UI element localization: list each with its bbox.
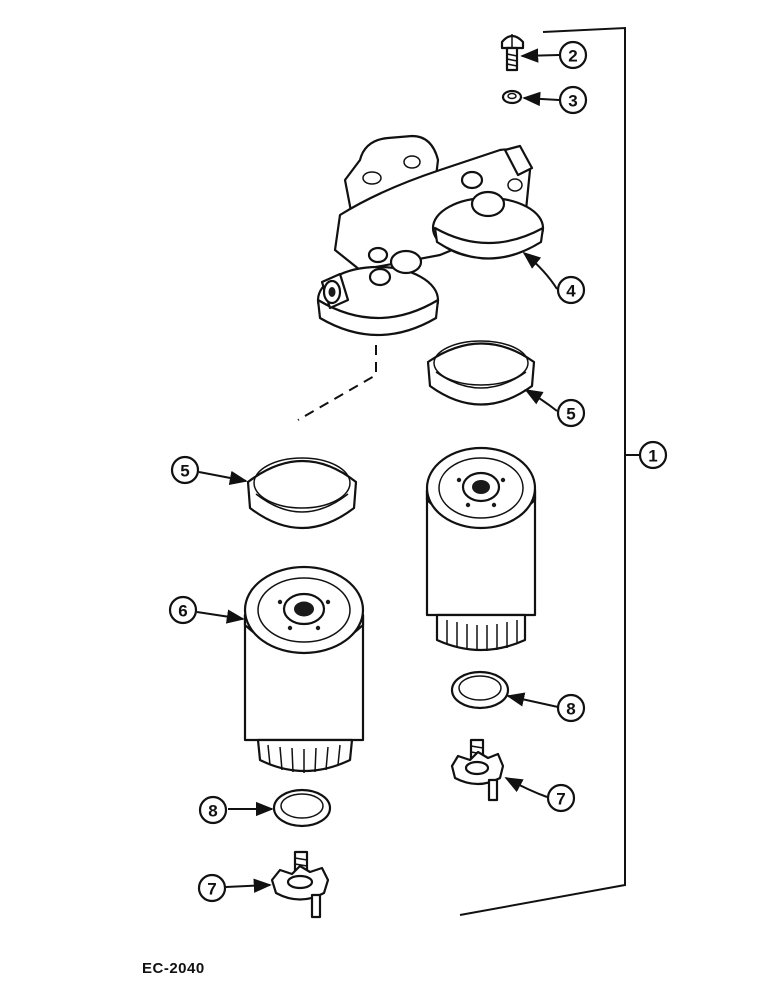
washer-part [501,89,523,105]
assembly-bracket [459,26,640,916]
seal-ring-left-part [246,457,358,530]
callout-1-label: 1 [648,447,657,466]
callout-7-left-label: 7 [207,880,216,899]
filter-cartridge-left-part [243,565,365,773]
callout-4: 4 [556,275,586,305]
alignment-line [297,345,377,421]
callout-8-left: 8 [198,795,228,825]
seal-ring-right-part [426,340,536,406]
callout-5-right: 5 [556,398,586,428]
callout-5-left-label: 5 [180,462,189,481]
filter-head-part [316,134,545,337]
o-ring-left-part [272,788,332,828]
callout-5-right-label: 5 [566,405,575,424]
leader-lines [196,48,560,893]
figure-reference-code: EC-2040 [142,960,205,977]
drain-plug-right-part [450,738,505,802]
callout-6-label: 6 [178,602,187,621]
callout-4-label: 4 [566,282,576,301]
callout-1: 1 [638,440,668,470]
filter-cartridge-right-part [425,446,537,652]
callout-5-left: 5 [170,455,200,485]
o-ring-right-part [450,670,510,710]
callout-7-right-label: 7 [556,790,565,809]
callout-2-label: 2 [568,47,577,66]
callout-8-right: 8 [556,693,586,723]
drain-plug-left-part [270,850,330,919]
callout-7-left: 7 [197,873,227,903]
callout-8-left-label: 8 [208,802,217,821]
callout-6: 6 [168,595,198,625]
callout-7-right: 7 [546,783,576,813]
callout-3: 3 [558,85,588,115]
callout-3-label: 3 [568,92,577,111]
callout-2: 2 [558,40,588,70]
callout-8-right-label: 8 [566,700,575,719]
screw-part [500,34,525,72]
